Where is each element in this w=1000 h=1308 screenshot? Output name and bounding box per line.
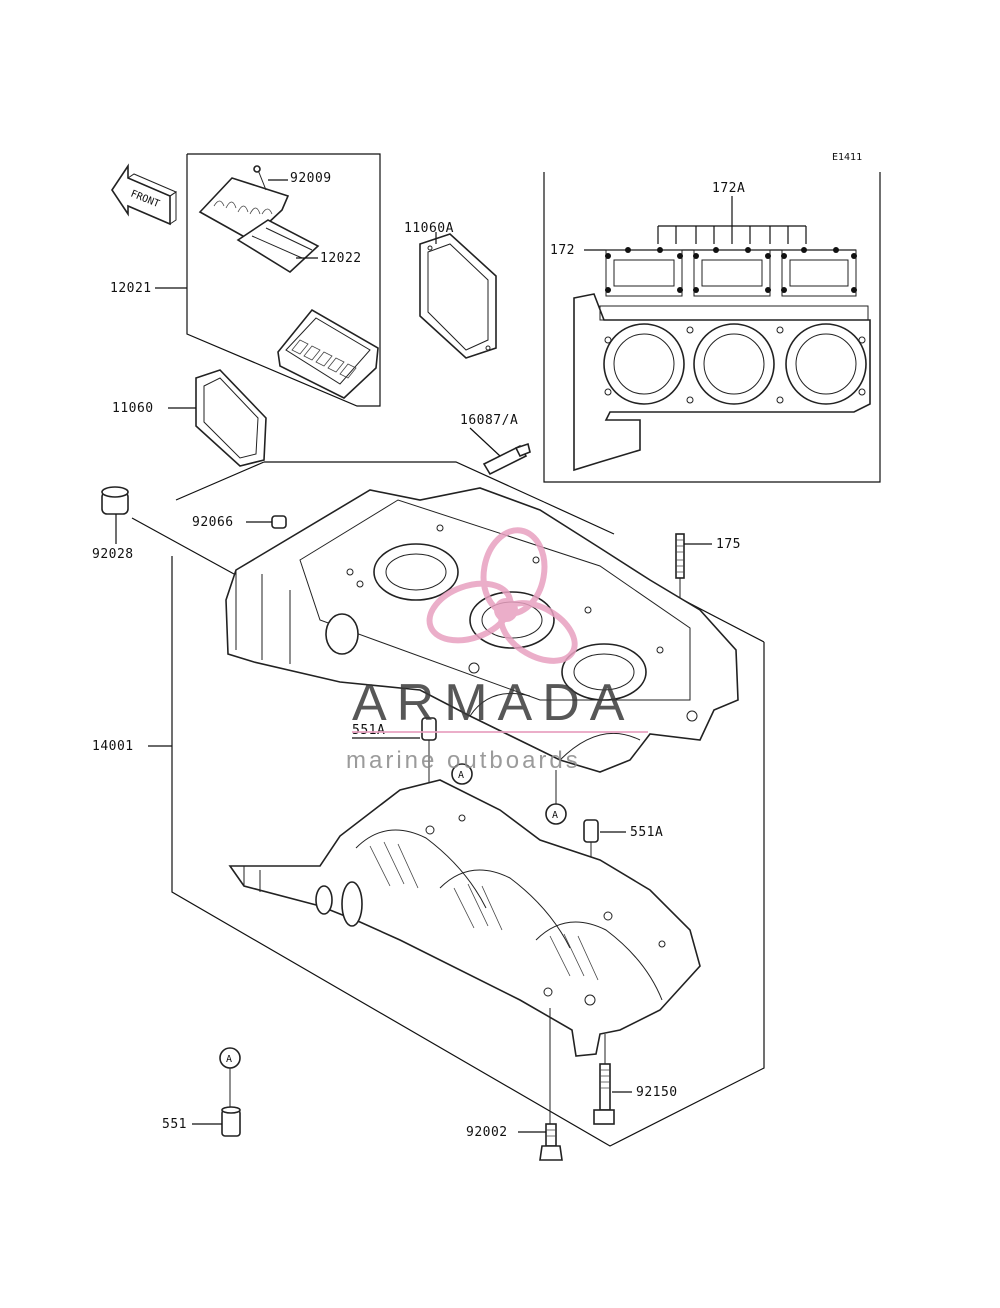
- plug-92028: [101, 486, 129, 515]
- diagram-code: E1411: [832, 152, 862, 163]
- callout-14001: 14001: [92, 739, 134, 754]
- reed-petal: [236, 219, 320, 274]
- reed-block: [277, 308, 379, 399]
- plug-92066: [271, 515, 287, 529]
- callout-551a-right: 551A: [630, 825, 663, 840]
- callout-92009: 92009: [290, 171, 332, 186]
- sensor-16087a: [482, 442, 531, 476]
- callout-92002: 92002: [466, 1125, 508, 1140]
- inset-cylinder-view: [543, 172, 881, 483]
- assembly-outline: [131, 461, 765, 1147]
- callout-551a-upper: 551A: [352, 723, 385, 738]
- callout-175: 175: [716, 537, 741, 552]
- ref-marker-a-1: A: [451, 763, 473, 785]
- lower-crankcase: [228, 779, 701, 1057]
- propeller-icon: [426, 527, 578, 664]
- callout-16087a: 16087/A: [460, 413, 518, 428]
- svg-text:A: A: [458, 770, 464, 781]
- svg-text:A: A: [552, 810, 558, 821]
- watermark-tagline: marine outboards: [346, 747, 581, 774]
- callout-11060: 11060: [112, 401, 154, 416]
- ref-marker-a-2: A: [545, 770, 567, 825]
- callout-12022: 12022: [320, 251, 362, 266]
- callout-92150: 92150: [636, 1085, 678, 1100]
- gasket-11060: [195, 369, 267, 467]
- callout-92066: 92066: [192, 515, 234, 530]
- front-arrow-icon: FRONT: [111, 163, 178, 226]
- watermark-brand: ARMADA: [352, 674, 634, 732]
- callout-172: 172: [550, 243, 575, 258]
- callout-551: 551: [162, 1117, 187, 1132]
- callout-12021: 12021: [110, 281, 152, 296]
- dowel-551a-right: [583, 819, 599, 843]
- callout-92028: 92028: [92, 547, 134, 562]
- ref-marker-a-3: A: [219, 1047, 241, 1110]
- watermark-logo: ARMADA marine outboards: [346, 527, 648, 774]
- bolt-92002: [539, 1008, 563, 1161]
- stud-175: [675, 533, 685, 579]
- gasket-11060a: [419, 233, 497, 359]
- callout-172a: 172A: [712, 181, 745, 196]
- reed-valve-kit-frame: [155, 153, 381, 407]
- dowel-551: [221, 1106, 241, 1137]
- upper-crankcase: [225, 487, 739, 773]
- callout-11060a: 11060A: [404, 221, 454, 236]
- svg-text:A: A: [226, 1054, 232, 1065]
- bolt-92150: [593, 1034, 615, 1125]
